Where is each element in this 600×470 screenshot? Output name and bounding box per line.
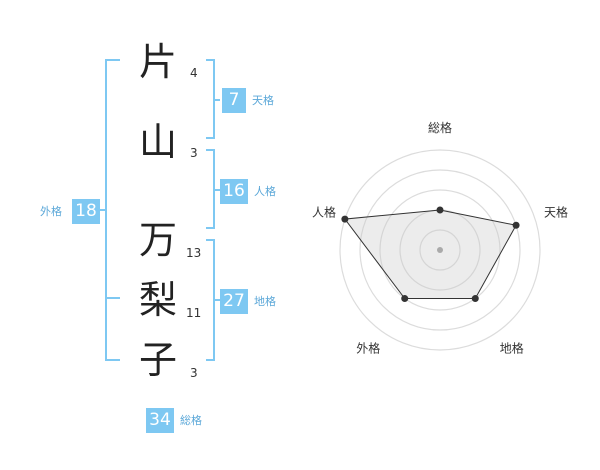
- name-char-2: 山: [138, 120, 177, 164]
- gaikaku-label: 外格: [40, 205, 62, 218]
- radar-point-5: [341, 215, 349, 223]
- name-char-3: 万: [138, 218, 177, 262]
- jinkaku-label: 人格: [254, 185, 276, 198]
- chikaku-value: 27: [220, 289, 248, 314]
- stroke-count-5: 3: [190, 366, 198, 380]
- stroke-count-2: 3: [190, 146, 198, 160]
- radar-point-2: [512, 221, 520, 229]
- jinkaku-value: 16: [220, 179, 248, 204]
- gaikaku-value: 18: [72, 199, 100, 224]
- radar-axis-label-4: 外格: [356, 341, 380, 356]
- radar-area: [343, 209, 517, 300]
- radar-axis-label-1: 総格: [428, 120, 452, 135]
- soukaku-value: 34: [146, 408, 174, 433]
- radar-axis-label-5: 人格: [312, 204, 336, 219]
- radar-point-1: [436, 206, 444, 214]
- name-char-5: 子: [138, 338, 177, 382]
- radar-grid-ring: [359, 169, 521, 331]
- radar-point-4: [401, 295, 409, 303]
- stroke-count-3: 13: [186, 246, 202, 260]
- chikaku-label: 地格: [254, 295, 276, 308]
- stroke-count-4: 11: [186, 306, 202, 320]
- radar-grid-ring: [419, 229, 461, 271]
- radar-point-3: [471, 295, 479, 303]
- radar-grid-ring: [339, 149, 541, 351]
- radar-grid-ring: [379, 189, 501, 311]
- tenkaku-label: 天格: [252, 94, 274, 107]
- stroke-count-1: 4: [190, 66, 198, 80]
- tenkaku-value: 7: [222, 88, 246, 113]
- name-char-4: 梨: [138, 278, 177, 322]
- name-char-1: 片: [138, 40, 177, 84]
- radar-axis-label-2: 天格: [544, 204, 568, 219]
- soukaku-label: 総格: [180, 414, 202, 427]
- radar-center-dot: [437, 247, 443, 253]
- radar-axis-label-3: 地格: [500, 341, 524, 356]
